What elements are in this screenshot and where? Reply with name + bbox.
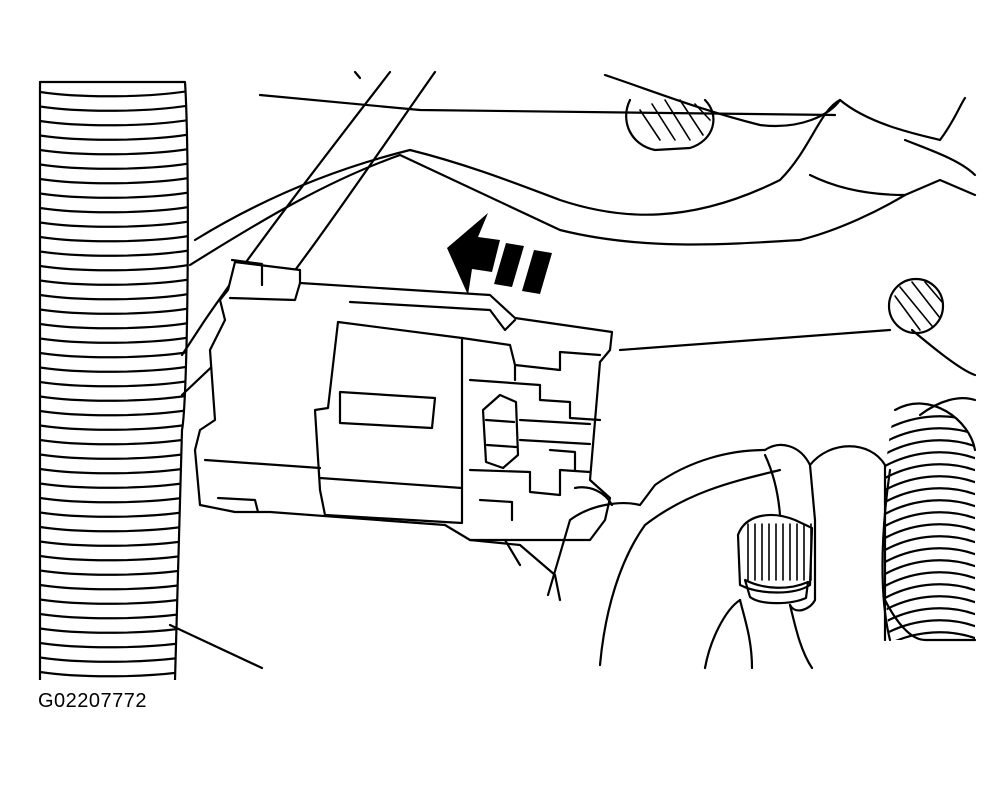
lower-bracket: [546, 443, 977, 670]
bracket-lines: [188, 70, 977, 417]
upper-knob: [625, 98, 715, 152]
connector-illustration: [38, 70, 977, 680]
corrugated-hose: [38, 80, 264, 680]
knurled-bolt: [736, 453, 814, 605]
arrow-left-icon: [447, 213, 552, 295]
electrical-connector: [193, 258, 614, 602]
coil-spring: [881, 402, 977, 642]
right-knob: [887, 277, 945, 335]
figure-code-label: G02207772: [38, 690, 148, 712]
